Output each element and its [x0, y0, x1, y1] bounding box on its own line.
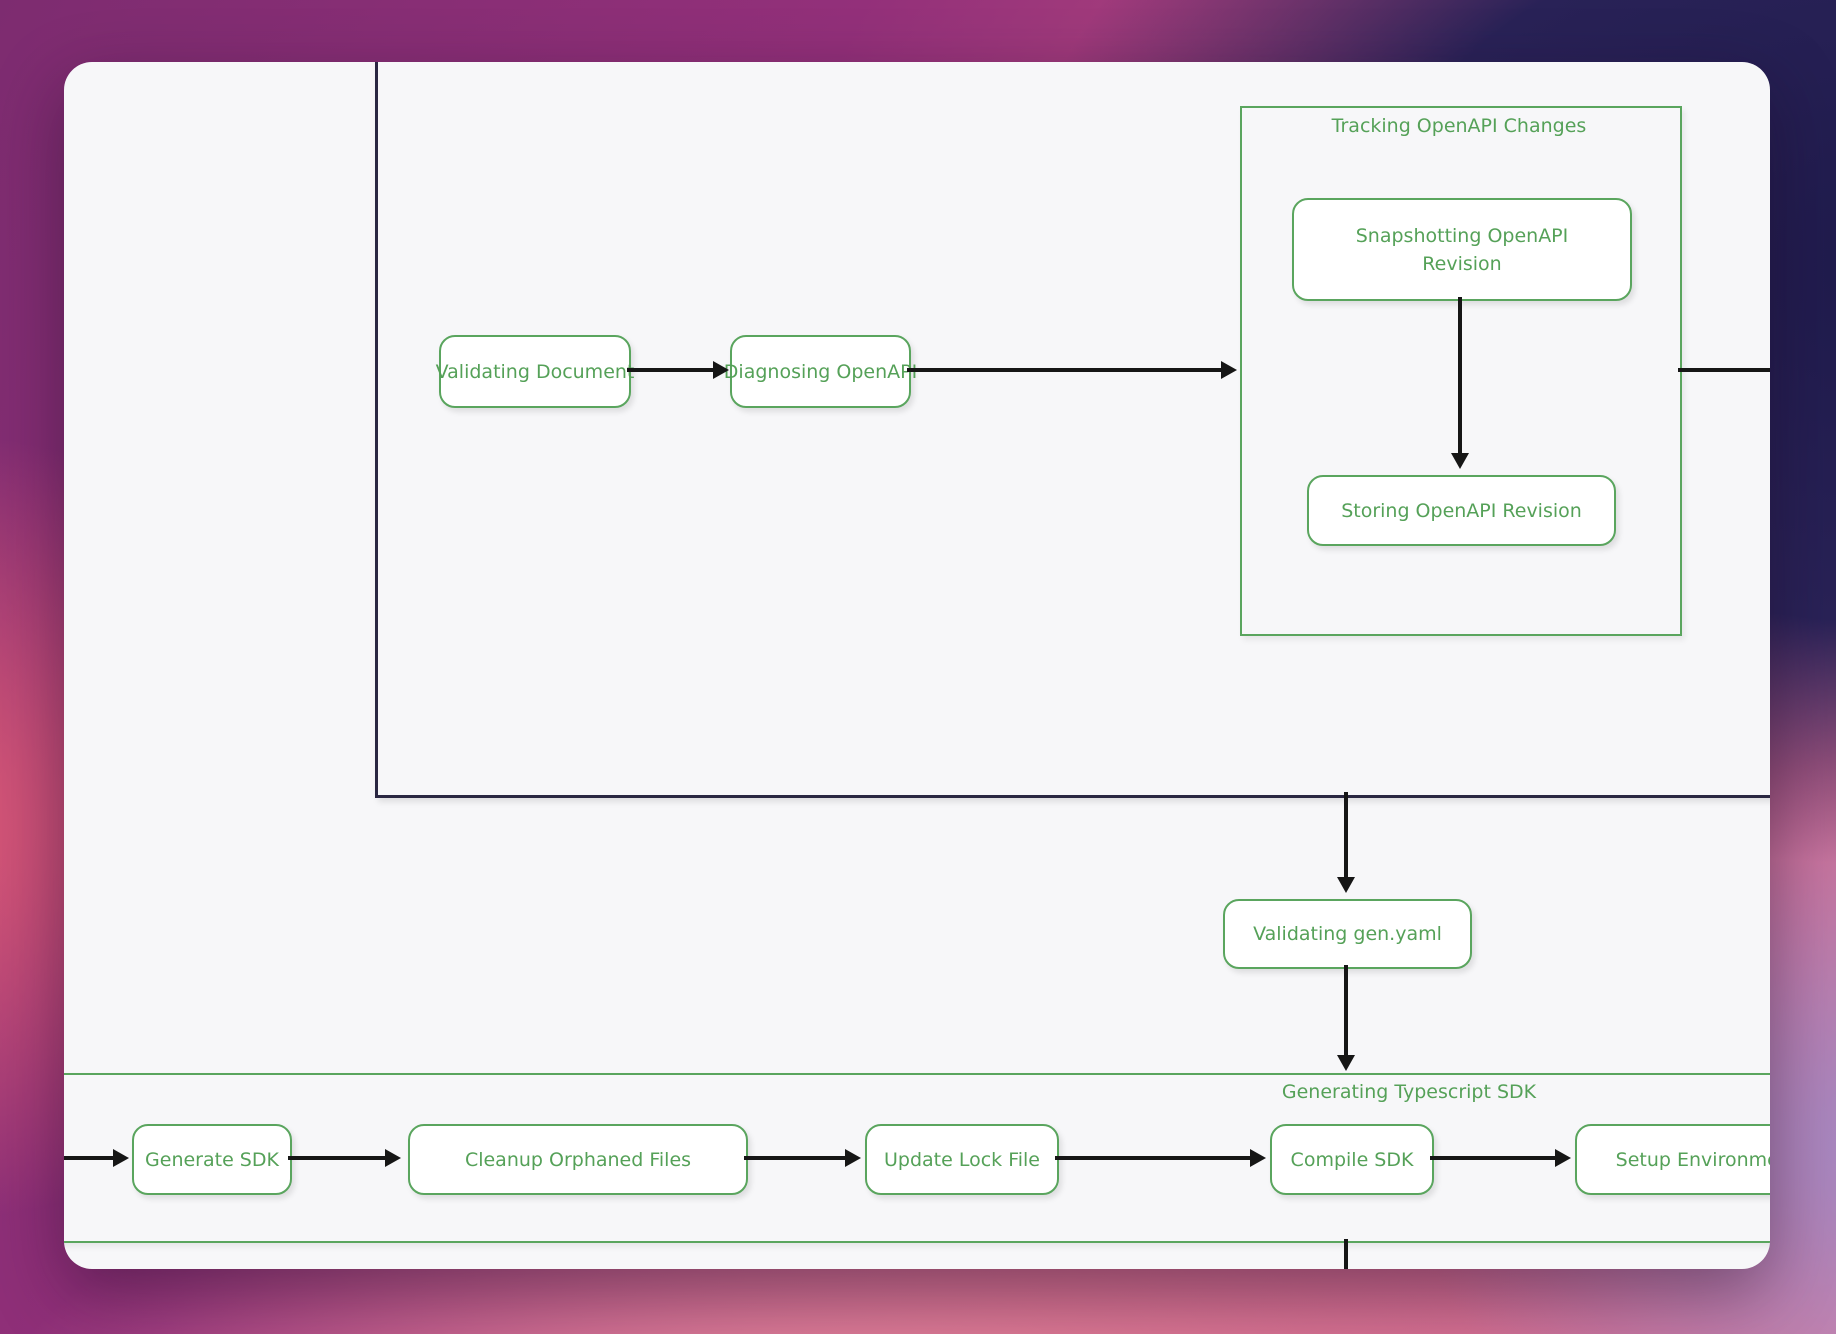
node-label: Validating gen.yaml: [1253, 923, 1442, 945]
node-storing-openapi-revision: Storing OpenAPI Revision: [1307, 475, 1616, 546]
arrowhead-right-icon: [713, 361, 729, 379]
edge-compile-to-setup: [1430, 1156, 1555, 1160]
diagram-card: Tracking OpenAPI Changes Generating Type…: [64, 62, 1770, 1269]
arrowhead-right-icon: [1221, 361, 1237, 379]
node-cleanup-orphaned-files: Cleanup Orphaned Files: [408, 1124, 748, 1195]
edge-genyaml-to-generating: [1344, 965, 1348, 1055]
node-label: Compile SDK: [1290, 1148, 1414, 1171]
edge-outer-to-genyaml: [1344, 792, 1348, 877]
node-label: Cleanup Orphaned Files: [464, 1148, 692, 1171]
arrowhead-right-icon: [1250, 1149, 1266, 1167]
node-label: Storing OpenAPI Revision: [1341, 499, 1582, 522]
arrowhead-down-icon: [1337, 1055, 1355, 1071]
outer-workflow-container: [375, 62, 1770, 798]
node-validating-gen-yaml: Validating gen.yaml: [1223, 899, 1472, 969]
node-label-line2: Revision: [1422, 252, 1502, 275]
node-diagnosing-openapi: Diagnosing OpenAPI: [724, 335, 917, 408]
node-label: Setup Environment: [1615, 1148, 1770, 1171]
generating-container-label: Generating Typescript SDK: [1281, 1081, 1537, 1103]
edge-generating-to-offscreen-bottom: [1344, 1239, 1348, 1269]
edge-cleanup-to-update: [744, 1156, 845, 1160]
generating-typescript-sdk-container: [64, 1073, 1770, 1243]
node-label: Update Lock File: [883, 1148, 1040, 1171]
edge-validating-to-diagnosing: [627, 368, 713, 372]
arrowhead-down-icon: [1337, 877, 1355, 893]
node-label: Validating Document: [435, 360, 635, 383]
node-label: Diagnosing OpenAPI: [723, 360, 918, 383]
node-update-lock-file: Update Lock File: [865, 1124, 1059, 1195]
tracking-container-label: Tracking OpenAPI Changes: [1331, 115, 1587, 137]
edge-tracking-to-offscreen-right: [1678, 368, 1770, 372]
node-setup-environment: Setup Environment: [1575, 1124, 1770, 1195]
arrowhead-right-icon: [1555, 1149, 1571, 1167]
node-snapshotting-openapi-revision: Snapshotting OpenAPI Revision: [1292, 198, 1632, 301]
edge-generate-to-cleanup: [288, 1156, 385, 1160]
node-compile-sdk: Compile SDK: [1270, 1124, 1434, 1195]
edge-update-to-compile: [1055, 1156, 1250, 1160]
arrowhead-down-icon: [1451, 453, 1469, 469]
node-generate-sdk: Generate SDK: [132, 1124, 292, 1195]
edge-diagnosing-to-tracking: [907, 368, 1221, 372]
arrowhead-right-icon: [113, 1149, 129, 1167]
node-label: Generate SDK: [145, 1148, 279, 1171]
arrowhead-right-icon: [845, 1149, 861, 1167]
arrowhead-right-icon: [385, 1149, 401, 1167]
edge-offscreen-to-generate: [64, 1156, 113, 1160]
node-validating-document: Validating Document: [436, 335, 634, 408]
edge-snapshotting-to-storing: [1458, 297, 1462, 453]
node-label-line1: Snapshotting OpenAPI: [1355, 224, 1569, 247]
